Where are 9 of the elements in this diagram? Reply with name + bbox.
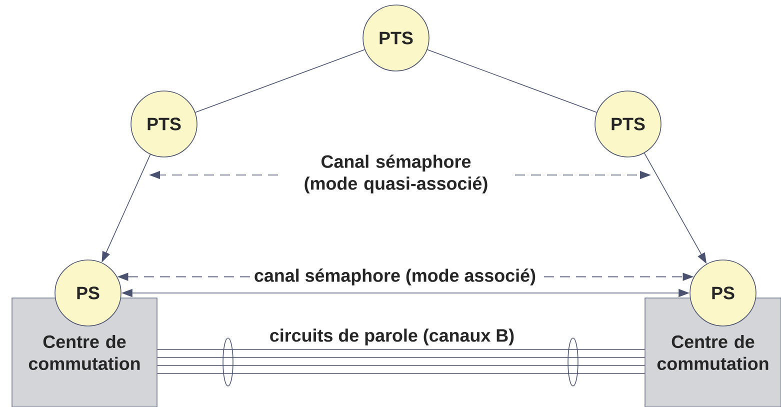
- connector-line: [157, 365, 645, 366]
- edge-label: canal sémaphore (mode associé): [252, 266, 538, 288]
- edge-label: circuits de parole (canaux B): [267, 326, 517, 348]
- connector-line: [426, 49, 598, 113]
- channel-label: Canal sémaphore (mode quasi-associé): [304, 154, 488, 194]
- connector-line: [157, 373, 645, 374]
- connector-line: [194, 49, 366, 113]
- connector-line: [157, 357, 645, 358]
- connector-line: [157, 349, 645, 350]
